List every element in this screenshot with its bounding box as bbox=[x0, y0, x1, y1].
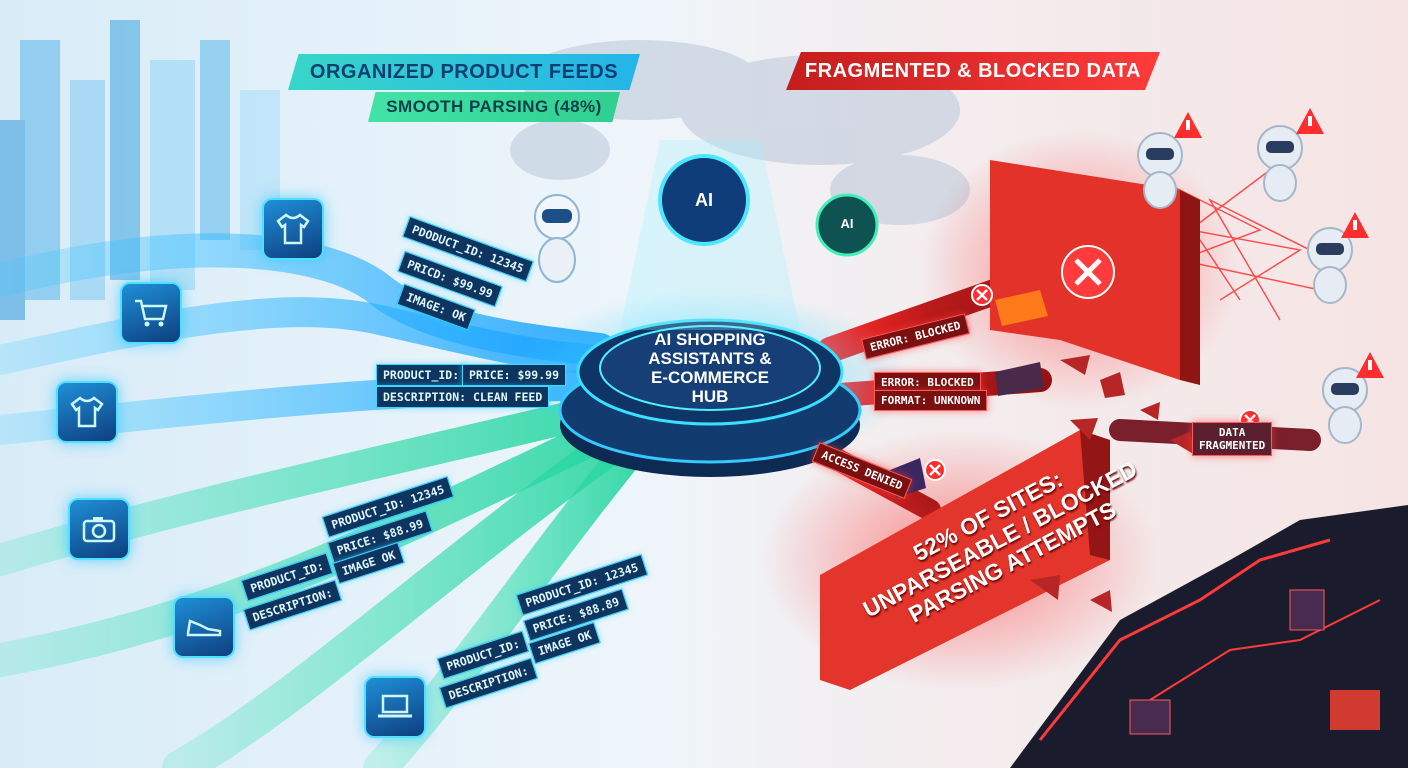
cracked-ground bbox=[1010, 505, 1408, 768]
organized-feeds-banner: Organized Product Feeds bbox=[288, 54, 640, 90]
tshirt-icon-2 bbox=[56, 381, 118, 443]
description-tag: DESCRIPTION: CLEAN FEED bbox=[376, 386, 550, 408]
ai-brain-icon: AI bbox=[695, 190, 713, 210]
product-id-tag: PRODUCT_ID: bbox=[376, 364, 467, 386]
shopping-cart-icon bbox=[120, 282, 182, 344]
sneaker-icon bbox=[173, 596, 235, 658]
robots bbox=[534, 108, 1384, 444]
laptop-icon bbox=[364, 676, 426, 738]
data-fragmented-tag: DATA FRAGMENTED bbox=[1192, 422, 1273, 456]
price-tag-2: PRICE: $99.99 bbox=[462, 364, 567, 386]
red-warning-wall bbox=[760, 430, 1160, 690]
fragmented-data-banner: Fragmented & Blocked Data bbox=[786, 52, 1160, 90]
camera-icon bbox=[68, 498, 130, 560]
hub-title: AI Shopping Assistants & E-Commerce Hub bbox=[648, 330, 772, 406]
smooth-parsing-banner: Smooth Parsing (48%) bbox=[368, 92, 620, 122]
tshirt-icon bbox=[262, 198, 324, 260]
ai-brain-icon-small: AI bbox=[840, 216, 854, 231]
ai-badges bbox=[658, 154, 879, 257]
format-unknown-tag: FORMAT: UNKNOWN bbox=[874, 390, 988, 411]
